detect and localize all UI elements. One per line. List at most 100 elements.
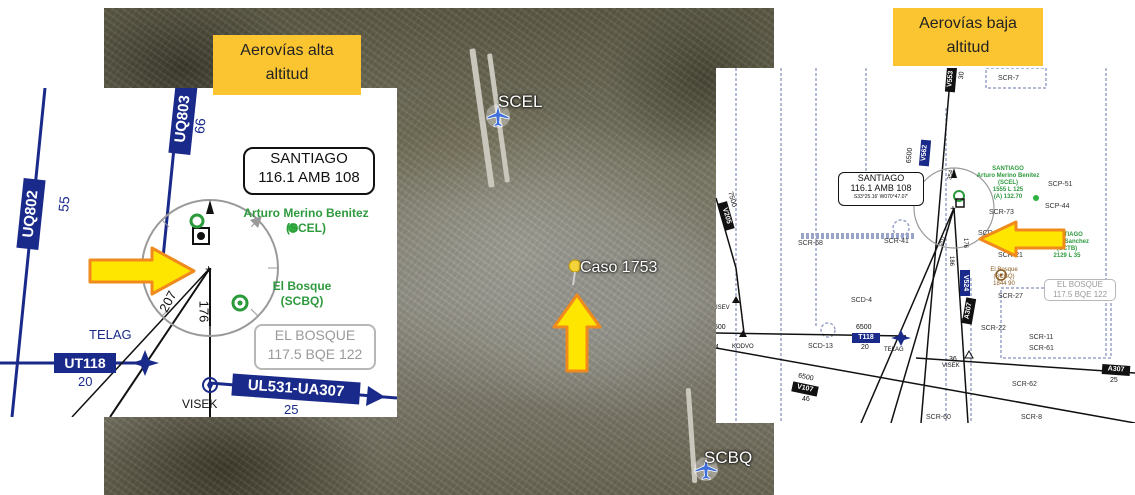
station-name: SANTIAGO	[270, 150, 348, 167]
restricted-areas	[735, 68, 1112, 423]
fix-label-isev[interactable]: ISEV	[716, 305, 730, 311]
station-box-santiago[interactable]: SANTIAGO 116.1 AMB 108	[243, 147, 375, 195]
fix-symbol-telag	[131, 350, 159, 376]
airport-name: Arturo Merino Benitez	[976, 173, 1040, 179]
fix-symbol-isev	[732, 296, 740, 303]
airport-elevation: 2129 L 35	[1053, 253, 1081, 259]
station-box-el-bosque[interactable]: EL BOSQUE 117.5 BQE 122	[1044, 279, 1116, 301]
area-label-scr7: SCR-7	[998, 75, 1020, 82]
fix-label-telag[interactable]: TELAG	[89, 327, 132, 342]
fix-label-telag[interactable]: TELAG	[884, 347, 904, 353]
airway-line-a307	[915, 357, 1135, 374]
airway-number-uq802: 55	[55, 195, 73, 213]
station-frequency: 116.1 AMB 108	[258, 169, 360, 186]
airway-number-a307-vertical: 18	[960, 318, 968, 325]
airway-arrow	[366, 386, 385, 406]
arrow-left-icon	[978, 220, 1066, 258]
fix-label-kodvo[interactable]: KODVO	[732, 344, 754, 350]
station-frequency: 117.5 BQE 122	[267, 346, 363, 362]
radial-line	[71, 267, 211, 417]
radial-line	[860, 207, 955, 423]
area-label-scp51: SCP-51	[1048, 181, 1073, 188]
area-label-scr60: SCR-60	[926, 414, 951, 421]
area-label-scr21: SCR-21	[998, 252, 1023, 259]
radial-label-176: 176	[962, 237, 969, 249]
airway-line-uq802	[10, 88, 47, 417]
airport-code: (SCBQ)	[993, 274, 1015, 280]
arrow-right-icon	[88, 246, 196, 296]
airport-label-scel[interactable]: SANTIAGO Arturo Merino Benitez (SCEL) 15…	[968, 166, 1048, 201]
callout-line: Aerovías baja	[919, 15, 1017, 32]
airport-code: (SCBQ)	[280, 294, 324, 308]
station-name: EL BOSQUE	[274, 327, 356, 343]
area-label-scr41: SCR-41	[884, 238, 909, 245]
airway-number-v107: 46	[802, 396, 810, 403]
airway-label-a307[interactable]: A307	[1101, 364, 1131, 376]
airway-altitude-t118: 6500	[856, 324, 872, 331]
station-box-santiago[interactable]: SANTIAGO 116.1 AMB 108 S33°25.16' W070°4…	[838, 172, 924, 206]
airway-number: 6500	[905, 147, 914, 164]
callout-line: altitud	[265, 66, 309, 83]
airport-elevation: 1844 90	[993, 281, 1015, 287]
airway-number-t118: 20	[861, 344, 869, 351]
fix-label-visek[interactable]: VISEK	[942, 363, 960, 369]
airway-number-ul531: 25	[284, 402, 299, 417]
airport-city: SANTIAGO	[1051, 232, 1083, 238]
radial-label-176: 176	[196, 300, 212, 323]
airport-name: El Bosque	[990, 267, 1018, 273]
case-label[interactable]: Caso 1753	[580, 259, 658, 276]
area-label-scr62: SCR-62	[1012, 381, 1037, 388]
vor-symbol	[955, 198, 965, 208]
station-frequency: 117.5 BQE 122	[1052, 290, 1108, 299]
airport-symbol-scbq	[231, 294, 249, 312]
station-box-el-bosque[interactable]: EL BOSQUE 117.5 BQE 122	[254, 324, 376, 370]
arrow-up-icon	[552, 293, 602, 373]
area-label-scr61: SCR-61	[1029, 345, 1054, 352]
airport-elevation: 1555 L 125	[992, 187, 1024, 193]
radial-line	[953, 207, 969, 423]
radial-label-186: 186	[948, 255, 955, 267]
airway-label-v524[interactable]: V524	[960, 270, 970, 296]
fix-symbol-telag	[891, 330, 911, 346]
airport-dot	[288, 223, 298, 233]
airway-label-t118[interactable]: T118	[852, 333, 880, 343]
airway-number-ut118: 20	[78, 374, 93, 389]
low-altitude-chart[interactable]: + SCR-7 SCP-51 SCP-44 SCR-73 SCR-68 SCR-…	[716, 68, 1135, 423]
airport-label-scbq[interactable]: SCBQ	[704, 448, 753, 467]
fix-symbol-visek	[202, 377, 218, 393]
radial-line-207	[109, 267, 211, 417]
airport-code: (SCEL)	[286, 221, 326, 235]
airplane-icon[interactable]	[484, 102, 512, 130]
fix-label-visek[interactable]: VISEK	[182, 397, 218, 411]
area-label-scd4: SCD-4	[851, 297, 873, 304]
area-label-scr73: SCR-73	[989, 209, 1014, 216]
callout-line: Aerovías alta	[240, 42, 334, 59]
area-label-scr27: SCR-27	[998, 293, 1023, 300]
airport-label-scel[interactable]: Arturo Merino Benitez (SCEL)	[236, 206, 376, 236]
station-frequency: 116.1 AMB 108	[850, 183, 912, 193]
airplane-icon[interactable]	[692, 455, 720, 483]
station-name: EL BOSQUE	[1057, 280, 1103, 289]
callout-low-altitude: Aerovías baja altitud	[893, 8, 1043, 66]
airport-symbol-scbq	[995, 269, 1007, 281]
airport-label-scbq[interactable]: El Bosque (SCBQ) 1844 90	[982, 267, 1026, 288]
airport-label-scbq[interactable]: El Bosque (SCBQ)	[262, 279, 342, 309]
airway-label-ut118[interactable]: UT118	[54, 353, 116, 373]
high-altitude-chart[interactable]: + UQ802 55 UQ803 66 SANTIAGO 116.1 AMB 1…	[0, 88, 397, 417]
airport-code: (SCTB)	[1056, 246, 1078, 252]
airway-number: 4	[716, 344, 719, 351]
airport-label-sctb[interactable]: SANTIAGO ológlo Sanchez (SCTB) 2129 L 35	[1032, 232, 1102, 260]
svg-text:+: +	[950, 204, 956, 215]
pushpin-icon[interactable]	[564, 258, 586, 286]
airport-frequency: (A) 132.70	[993, 194, 1023, 200]
airway-number: 36	[949, 356, 957, 363]
area-label-scr68: SCR-68	[798, 240, 823, 247]
airway-number-uq803: 66	[191, 117, 209, 135]
station-name: SANTIAGO	[857, 173, 905, 183]
airport-label-scel[interactable]: SCEL	[498, 92, 543, 111]
airport-dot	[1033, 195, 1039, 201]
airport-symbol-scel	[953, 190, 965, 202]
airway-line-v553	[920, 68, 952, 423]
callout-high-altitude: Aerovías alta altitud	[213, 35, 361, 95]
airport-name: ológlo Sanchez	[1044, 239, 1089, 245]
